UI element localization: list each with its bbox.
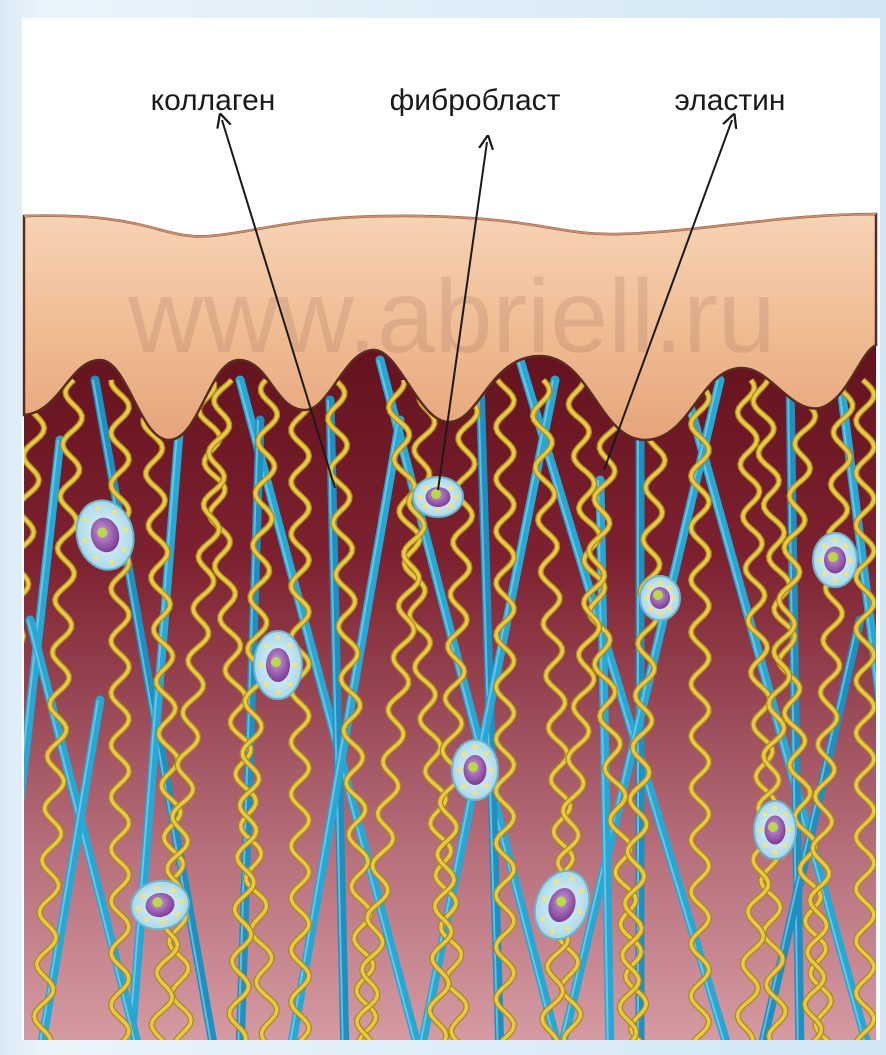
fibroblast-label: фибробласт bbox=[390, 84, 561, 117]
fibroblast-cell bbox=[640, 576, 680, 620]
fibroblast-cell bbox=[754, 801, 796, 859]
cell-nucleolus bbox=[468, 762, 478, 772]
cell-nucleolus bbox=[768, 822, 778, 832]
cell-nucleolus bbox=[653, 590, 663, 600]
cell-nucleolus bbox=[271, 657, 281, 667]
collagen-label: коллаген bbox=[151, 84, 276, 117]
watermark-text: www.abriell.ru bbox=[127, 259, 775, 375]
elastin-label: эластин bbox=[675, 84, 786, 117]
cell-nucleolus bbox=[431, 489, 441, 499]
fibroblast-cell bbox=[254, 631, 302, 699]
fibroblast-cell bbox=[813, 533, 857, 587]
cell-nucleolus bbox=[828, 552, 838, 562]
fibroblast-cell bbox=[452, 740, 498, 800]
